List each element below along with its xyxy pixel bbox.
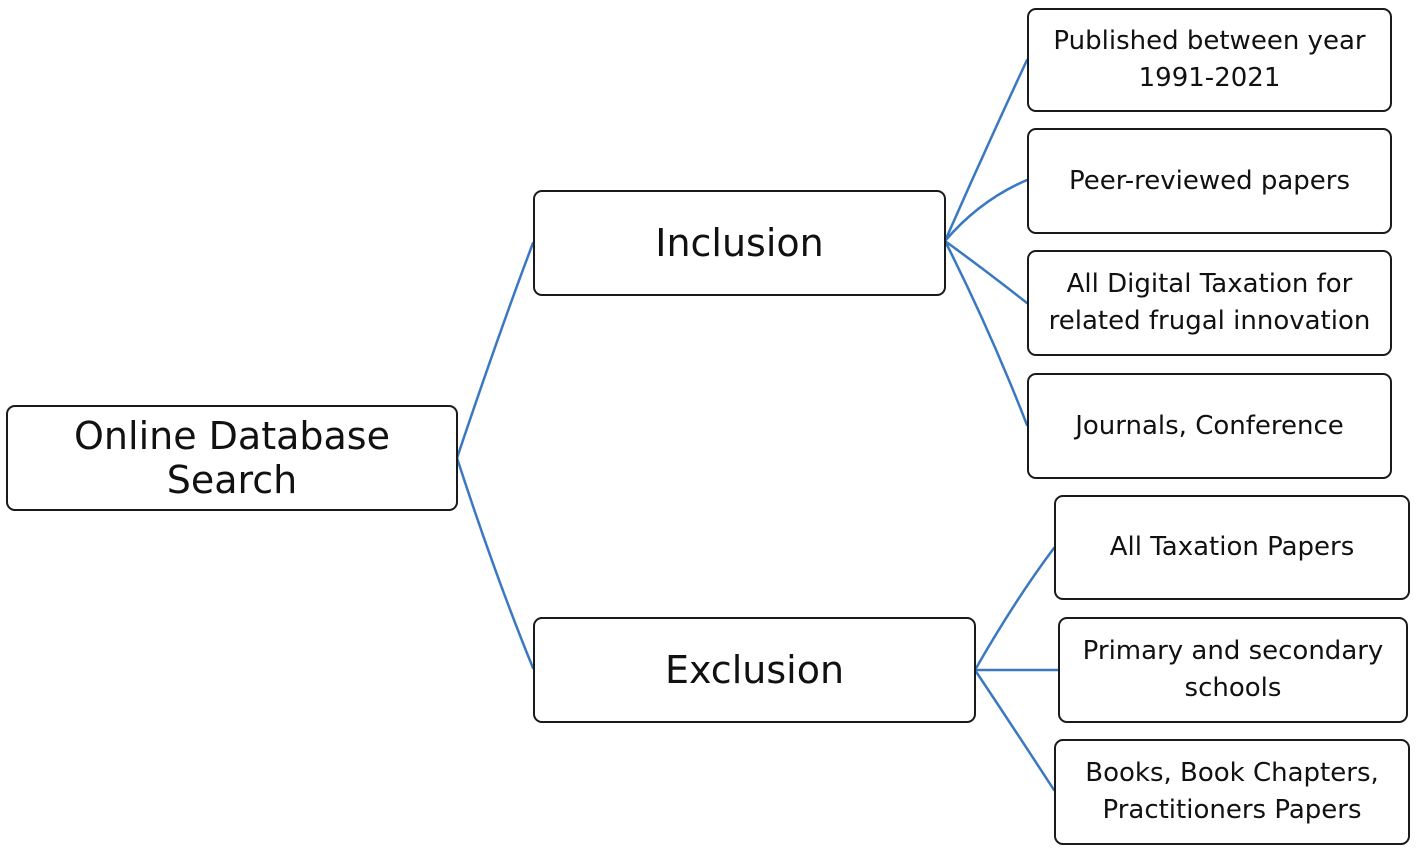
connector-root-exclusion (455, 456, 535, 670)
connector-inclusion-leaf-4 (943, 239, 1029, 427)
leaf-line: Published between year (1053, 26, 1366, 57)
connector-exclusion-leaf-1 (973, 546, 1056, 672)
exclusion-node: Exclusion (533, 617, 976, 723)
leaf-line: Peer-reviewed papers (1068, 165, 1351, 196)
connector-root-inclusion (455, 241, 535, 460)
leaf-line: related frugal innovation (1048, 306, 1371, 336)
leaf-line: All Taxation Papers (1109, 532, 1355, 563)
leaf-line: Journals, Conference (1075, 410, 1344, 441)
leaf-line: All Digital Taxation for (1066, 269, 1353, 300)
connector-inclusion-leaf-3 (943, 239, 1029, 305)
connector-inclusion-leaf-2 (943, 178, 1029, 243)
exclusion-leaf: All Taxation Papers (1054, 495, 1410, 600)
inclusion-leaf: Peer-reviewed papers (1027, 128, 1392, 234)
root-node: Online Database Search (6, 405, 458, 511)
leaf-line: 1991-2021 (1138, 63, 1281, 93)
inclusion-leaf: Published between year 1991-2021 (1027, 8, 1392, 112)
leaf-line: Primary and secondary (1082, 636, 1384, 667)
exclusion-leaf: Books, Book Chapters, Practitioners Pape… (1054, 739, 1410, 845)
inclusion-leaf: Journals, Conference (1027, 373, 1392, 479)
leaf-line: Practitioners Papers (1102, 795, 1362, 825)
inclusion-leaf: All Digital Taxation for related frugal … (1027, 250, 1392, 356)
exclusion-leaf: Primary and secondary schools (1058, 617, 1408, 723)
connector-inclusion-leaf-1 (943, 58, 1029, 243)
inclusion-node-label: Inclusion (655, 221, 824, 265)
root-node-label: Online Database Search (74, 414, 390, 502)
leaf-line: Books, Book Chapters, (1085, 758, 1379, 789)
exclusion-node-label: Exclusion (664, 648, 845, 692)
inclusion-node: Inclusion (533, 190, 946, 296)
leaf-line: schools (1184, 673, 1282, 703)
connector-exclusion-leaf-3 (973, 668, 1056, 792)
